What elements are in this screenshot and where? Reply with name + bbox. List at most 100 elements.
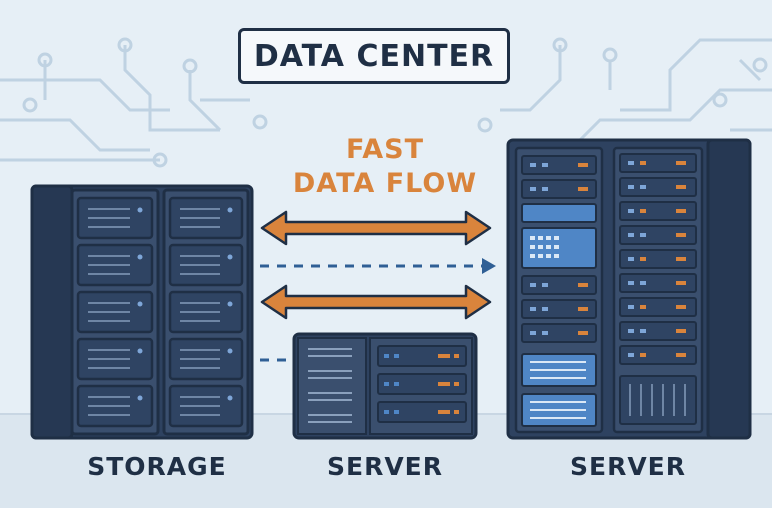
- drive-led: [227, 254, 233, 260]
- server-led-blue: [384, 354, 389, 358]
- flow-arrow-top: [260, 210, 492, 246]
- server-led-white: [554, 236, 559, 240]
- server-led: [640, 305, 646, 309]
- caption-server-small: SERVER: [326, 452, 443, 481]
- server-led-white: [530, 254, 535, 258]
- circuit-traces-left: [0, 37, 268, 168]
- server-led-blue: [542, 331, 548, 335]
- flow-arrow-bottom: [260, 284, 492, 320]
- caption-storage: STORAGE: [87, 452, 227, 481]
- server-led-blue: [542, 307, 548, 311]
- server-led-white: [538, 236, 543, 240]
- dashed-flow-arrow: [260, 258, 496, 274]
- server-led: [640, 233, 646, 237]
- server-led-blue: [628, 353, 634, 357]
- drive-led: [137, 395, 143, 401]
- server-unit: [521, 179, 597, 199]
- drive-led: [227, 207, 233, 213]
- server-led-blue: [394, 354, 399, 358]
- server-led-orange: [578, 331, 588, 335]
- server-led-white: [538, 245, 543, 249]
- server-led-blue: [542, 187, 548, 191]
- drive-led: [137, 207, 143, 213]
- server-unit: [377, 401, 467, 423]
- server-unit-highlight: [521, 203, 597, 223]
- drive-led: [227, 301, 233, 307]
- server-led-blue: [542, 163, 548, 167]
- server-led-blue: [530, 187, 536, 191]
- server-led-white: [530, 245, 535, 249]
- server-unit: [521, 323, 597, 343]
- server-led-blue: [628, 161, 634, 165]
- server-led-orange: [438, 354, 450, 358]
- server-led-orange: [676, 161, 686, 165]
- server-led-orange: [438, 410, 450, 414]
- server-led-blue: [628, 305, 634, 309]
- server-vent-panel: [619, 375, 697, 425]
- server-led-blue: [394, 410, 399, 414]
- server-unit: [377, 373, 467, 395]
- storage-rack: [30, 184, 254, 440]
- server-unit: [521, 155, 597, 175]
- drive-led: [227, 348, 233, 354]
- server-led-orange: [454, 354, 459, 358]
- server-led-orange: [676, 281, 686, 285]
- server-led-orange: [578, 163, 588, 167]
- server-led-white: [554, 254, 559, 258]
- server-led-blue: [530, 307, 536, 311]
- server-led-orange: [676, 209, 686, 213]
- server-led-white: [546, 236, 551, 240]
- small-server: [292, 332, 478, 440]
- drive-led: [137, 348, 143, 354]
- server-unit: [521, 275, 597, 295]
- server-led-blue: [530, 163, 536, 167]
- server-led-orange: [676, 233, 686, 237]
- large-server-rack: [506, 138, 752, 440]
- server-led-orange: [676, 353, 686, 357]
- page-title: DATA CENTER: [238, 28, 510, 84]
- flow-label-line1: FAST: [345, 134, 425, 165]
- server-led-blue: [384, 410, 389, 414]
- server-led-white: [554, 245, 559, 249]
- server-led-blue: [530, 283, 536, 287]
- server-led-orange: [578, 187, 588, 191]
- circuit-traces-right: [477, 37, 772, 152]
- server-led-orange: [454, 382, 459, 386]
- server-led-white: [538, 254, 543, 258]
- server-led-white: [546, 245, 551, 249]
- server-led: [640, 281, 646, 285]
- server-unit: [619, 249, 697, 269]
- server-led-blue: [530, 331, 536, 335]
- server-led-orange: [438, 382, 450, 386]
- drive-led: [227, 395, 233, 401]
- storage-drive-bays: [76, 196, 244, 428]
- server-led-orange: [676, 329, 686, 333]
- server-unit: [619, 153, 697, 173]
- server-led-blue: [628, 233, 634, 237]
- small-server-units: [308, 345, 467, 423]
- server-led: [640, 161, 646, 165]
- server-led-orange: [578, 283, 588, 287]
- server-unit: [619, 225, 697, 245]
- flow-label-line2: DATA FLOW: [292, 168, 478, 199]
- server-led-orange: [578, 307, 588, 311]
- server-led: [640, 353, 646, 357]
- server-led-orange: [676, 305, 686, 309]
- server-led-white: [546, 254, 551, 258]
- server-led-orange: [676, 257, 686, 261]
- server-led-blue: [628, 257, 634, 261]
- server-led-blue: [542, 283, 548, 287]
- server-unit: [619, 201, 697, 221]
- server-led-blue: [384, 382, 389, 386]
- server-led-blue: [628, 209, 634, 213]
- drive-led: [137, 254, 143, 260]
- server-led-blue: [628, 329, 634, 333]
- server-led-white: [530, 236, 535, 240]
- server-led-blue: [628, 185, 634, 189]
- drive-led: [137, 301, 143, 307]
- server-led: [640, 257, 646, 261]
- server-unit: [619, 345, 697, 365]
- server-unit: [619, 321, 697, 341]
- server-led-blue: [394, 382, 399, 386]
